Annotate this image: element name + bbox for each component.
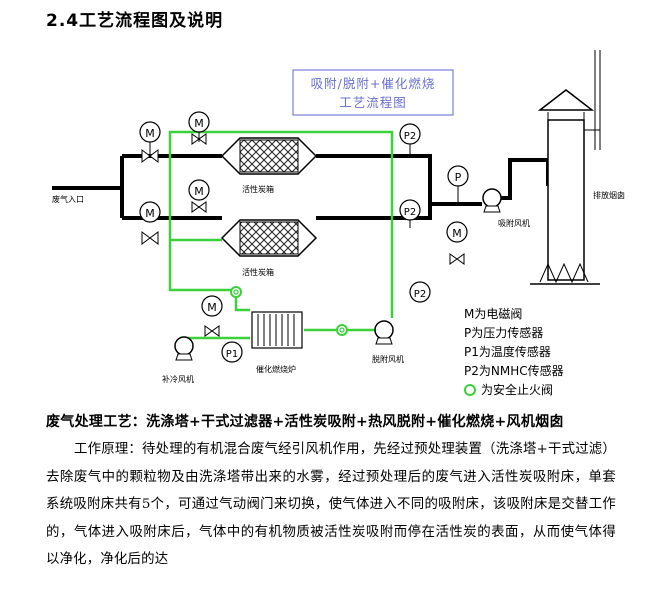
makeup-fan: 补冷风机 xyxy=(162,336,194,384)
makeup-fan-label: 补冷风机 xyxy=(162,374,194,384)
sensor-p2-middle-label: P2 xyxy=(404,207,416,218)
valve-m-4-label: M xyxy=(145,207,155,220)
carbon-bed-bottom-label: 活性炭箱 xyxy=(242,267,274,277)
carbon-bed-top: 活性炭箱 xyxy=(220,137,318,194)
adsorption-fan-label: 吸附风机 xyxy=(498,218,530,228)
catalytic-furnace-label: 催化燃烧炉 xyxy=(256,364,296,374)
adsorption-fan: 吸附风机 xyxy=(482,188,530,228)
desorption-fan-label: 脱附风机 xyxy=(372,354,404,364)
flame-arrestor-1 xyxy=(230,286,242,298)
sensor-p2-bottom-label: P2 xyxy=(414,289,426,300)
valve-m-2-label: M xyxy=(194,117,204,130)
sensor-p1-label: P1 xyxy=(226,349,238,360)
legend-item-p1: P1为温度传感器 xyxy=(464,344,551,359)
carbon-bed-top-label: 活性炭箱 xyxy=(242,184,274,194)
sensor-p2-top-label: P2 xyxy=(404,131,416,142)
diagram-title-line2: 工艺流程图 xyxy=(339,95,407,110)
valve-m-6-label: M xyxy=(207,301,217,314)
valve-m-1: M xyxy=(139,121,161,163)
legend-item-m: M为电磁阀 xyxy=(464,306,522,321)
sensor-p2-middle: P2 xyxy=(399,199,421,228)
valve-m-2: M xyxy=(188,111,210,145)
sensor-p2-top: P2 xyxy=(399,123,421,156)
catalytic-furnace: 催化燃烧炉 xyxy=(251,311,303,374)
section-heading: 2.4工艺流程图及说明 xyxy=(46,11,224,31)
legend-item-p2: P2为NMHC传感器 xyxy=(464,363,564,378)
diagram-title-box: 吸附/脱附+催化燃烧 工艺流程图 xyxy=(292,69,454,116)
carbon-bed-bottom: 活性炭箱 xyxy=(220,219,318,277)
legend-item-arrestor: 为安全止火阀 xyxy=(481,382,553,397)
sensor-p-label: P xyxy=(455,171,462,184)
valve-m-3: M xyxy=(188,179,210,213)
working-principle-paragraph: 工作原理：待处理的有机混合废气经引风机作用，先经过预处理装置（洗涤塔+干式过滤）… xyxy=(46,442,616,567)
sensor-p: P xyxy=(447,165,469,204)
diagram-title-line1: 吸附/脱附+催化燃烧 xyxy=(311,76,436,91)
exhaust-stack-label: 排放烟囱 xyxy=(593,190,625,200)
desorption-fan: 脱附风机 xyxy=(372,320,404,364)
valve-m-1-label: M xyxy=(145,127,155,140)
valve-m-5-label: M xyxy=(452,227,462,240)
valve-m-3-label: M xyxy=(194,185,204,198)
desorption-lines xyxy=(168,130,394,340)
flame-arrestor-legend-icon xyxy=(464,384,476,396)
process-flow-diagram: 吸附/脱附+催化燃烧 工艺流程图 活性炭箱 活性炭箱 废气入口 xyxy=(52,50,625,397)
valve-m-4: M xyxy=(139,201,161,245)
diagram-legend: M为电磁阀 P为压力传感器 P1为温度传感器 P2为NMHC传感器 为安全止火阀 xyxy=(464,306,564,397)
sensor-p2-bottom: P2 xyxy=(409,281,431,303)
inlet-label: 废气入口 xyxy=(52,194,84,204)
legend-item-p: P为压力传感器 xyxy=(464,325,543,340)
valve-m-6: M xyxy=(201,295,223,337)
valve-m-5: M xyxy=(446,221,468,265)
flame-arrestor-2 xyxy=(336,324,348,336)
sensor-p1: P1 xyxy=(221,341,243,363)
process-line: 废气处理工艺：洗涤塔+干式过滤器+活性炭吸附+热风脱附+催化燃烧+风机烟囱 xyxy=(46,414,564,430)
exhaust-stack: 排放烟囱 xyxy=(530,50,625,285)
